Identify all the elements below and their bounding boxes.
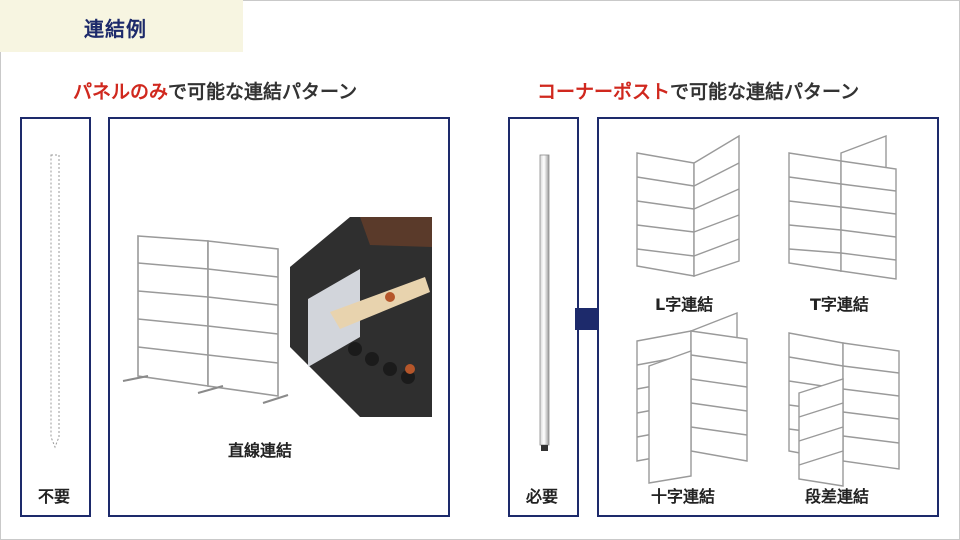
straight-connection-label: 直線連結 (228, 441, 293, 460)
post-needed-label: 必要 (526, 487, 559, 506)
page-title: 連結例 (84, 17, 147, 41)
no-post-label: 不要 (38, 487, 71, 506)
l-connection-label: L字連結 (655, 295, 714, 314)
title-tab: 連結例 (0, 0, 243, 52)
corner-post-illustration (539, 154, 550, 451)
cross-connection-label: 十字連結 (651, 487, 716, 506)
right-heading-accent: コーナーポスト (537, 81, 671, 103)
offset-connection-label: 段差連結 (805, 487, 870, 506)
straight-panel-illustration (122, 235, 289, 404)
no-post-box: 不要 (20, 117, 91, 517)
right-section-heading: コーナーポストで可能な連結パターン (537, 77, 859, 104)
office-photo (290, 217, 432, 417)
t-shape-illustration (788, 134, 897, 280)
corner-patterns-box: L字連結 T字連結 (597, 117, 939, 517)
left-section-heading: パネルのみで可能な連結パターン (73, 77, 357, 104)
right-heading-rest: で可能な連結パターン (670, 81, 860, 103)
offset-shape-illustration (788, 332, 900, 487)
left-heading-accent: パネルのみ (73, 81, 169, 103)
post-box: 必要 (508, 117, 579, 517)
l-shape-illustration (636, 134, 740, 277)
straight-connection-box: 直線連結 (108, 117, 450, 517)
dashed-post-outline (50, 154, 60, 449)
left-heading-rest: で可能な連結パターン (168, 81, 358, 103)
t-connection-label: T字連結 (810, 295, 869, 314)
cross-shape-illustration (636, 311, 748, 484)
